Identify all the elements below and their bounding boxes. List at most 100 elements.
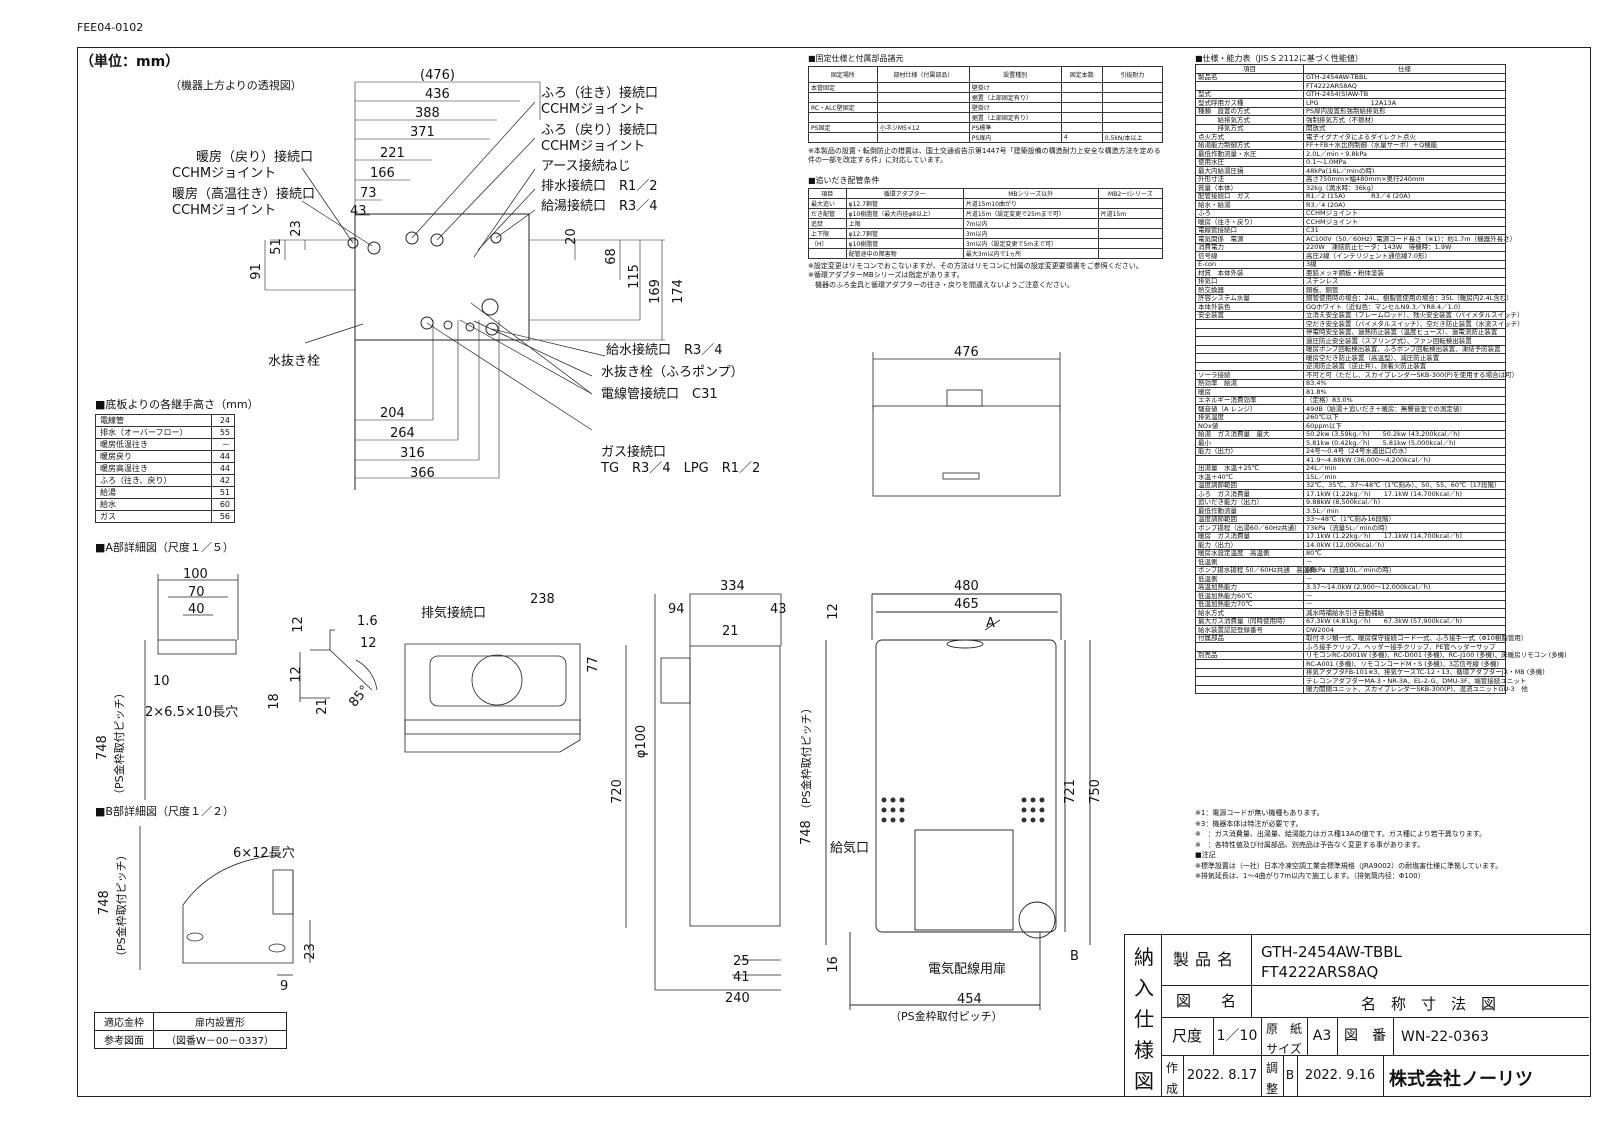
detail-a-dim-70: 70 [188, 585, 205, 600]
spec-value: 24号〜0.4号（24号水道出口の水） [1303, 446, 1506, 456]
spec-value: 60ppm以下 [1303, 421, 1506, 431]
piping-header: 項目 [808, 188, 847, 199]
joint-height-name: 電線管 [95, 414, 212, 427]
fixing-row: 本管固定壁掛け [808, 82, 1164, 93]
spec-item: 出湯量 水温＋25℃ [1195, 463, 1304, 473]
dim-73: 73 [360, 186, 377, 201]
front-dim-721: 721 [1062, 779, 1078, 804]
joint-height-value: 42 [210, 474, 236, 487]
spec-value: ステンレス [1303, 276, 1506, 286]
label-gas-sub: TG R3／4 LPG R1／2 [601, 461, 761, 476]
joint-height-name: 排水（オーバーフロー） [95, 426, 212, 439]
spec-value: 3.37〜14.0kW (2,900〜12,000kcal／h) [1303, 582, 1506, 592]
detail-a-pitch-note: （PS金枠取付ピッチ） [113, 687, 126, 800]
joint-height-value: 51 [210, 486, 236, 499]
side-dim-25: 25 [733, 954, 750, 969]
spec-value: 2.0L／min・9.8kPa [1303, 149, 1506, 159]
spec-item: 点火方式 [1195, 132, 1304, 142]
dim-v-23: 23 [288, 220, 304, 237]
side-dim-94: 94 [668, 602, 685, 617]
spec-value: 3.5L／min [1303, 506, 1506, 516]
front-dim-750: 750 [1087, 779, 1103, 804]
piping-cell: 追焚 [808, 218, 847, 229]
fixing-row: RC・ALC壁固定壁掛け [808, 102, 1164, 113]
label-bath-go-sub: CCHMジョイント [541, 102, 646, 117]
joint-height-value: 44 [210, 462, 236, 475]
side-label-exhaust: 排気接続口 [421, 606, 487, 621]
piping-cell: 片道15m10曲がり [962, 198, 1099, 209]
adjust-date: 2022. 9.16 [1297, 1055, 1384, 1096]
spec-value: 68kPa（流量10L／minの時） [1303, 565, 1506, 575]
spec-value: 立消え安全装置（フレームロッド）、残火安全装置（バイメタルスイッチ） [1303, 310, 1524, 320]
spec-row: RC-A001 (多機)、リモコンコードM・S (多機)、3芯信号線 (多機) [1195, 659, 1506, 669]
spec-item: 能力（出力） [1195, 540, 1304, 550]
title-vertical-char: 納 [1134, 945, 1154, 969]
joint-heights-title: ■底板よりの各継手高さ（mm） [95, 398, 259, 411]
spec-value: 逆流防止装置（逆止弁）、誤着火防止装置 [1303, 361, 1506, 371]
spec-value: 取付ネジ類一式、暖房保守接続コード一式、ふろ接手一式（Φ10樹脂管用） [1303, 633, 1527, 643]
spec-row: 外形寸法高さ750mm×幅480mm×奥行240mm [1195, 174, 1506, 184]
spec-item: 給水方式 [1195, 608, 1304, 618]
fixing-cell [1060, 112, 1103, 123]
spec-note: ※3：機器本体は特注が必要です。 [1195, 819, 1303, 828]
spec-item: 配管接続口 ガス [1195, 191, 1304, 201]
spec-item: 低温側 [1195, 574, 1304, 584]
spec-value: CCHMジョイント [1303, 217, 1506, 227]
spec-item: 信号線 [1195, 251, 1304, 261]
dim-371: 371 [410, 125, 435, 140]
fixing-cell: PS扉内 [968, 132, 1062, 143]
number-label: 図 番 [1337, 1017, 1394, 1055]
fixing-title: ■固定仕様と付属部品諸元 [808, 54, 904, 63]
piping-cell [1097, 198, 1164, 209]
detail-b-dim-23: 23 [302, 943, 318, 960]
spec-item: 低温加熱能力70℃ [1195, 599, 1304, 609]
detail-a-dim-10: 10 [153, 674, 170, 689]
joint-height-name: 暖房戻り [95, 450, 212, 463]
spec-item: 水温＋40℃ [1195, 472, 1304, 482]
label-supply: 給水接続口 R3／4 [606, 343, 723, 358]
piping-cell: 上限 [845, 218, 964, 229]
dim-v-174: 174 [670, 279, 686, 304]
spec-value: （定格）83.0% [1303, 395, 1506, 405]
detail-a-dim-100: 100 [183, 567, 208, 582]
joint-height-name: ふろ（往き、戻り） [95, 474, 212, 487]
adjust-label: 調 整 [1261, 1055, 1284, 1096]
spec-item: 給水・給湯 [1195, 200, 1304, 210]
piping-cell: 最大3m以内で1ヵ所 [962, 248, 1099, 259]
spec-item: 別売品 [1195, 650, 1304, 660]
spec-item: 高温加熱能力 [1195, 582, 1304, 592]
spec-item: 最大内給湯圧損 [1195, 166, 1304, 176]
spec-item [1195, 353, 1304, 363]
fixing-cell [1101, 92, 1164, 103]
spec-value: 亜鉛メッキ鋼板・粉体塗装 [1303, 268, 1506, 278]
front-label-intake: 給気口 [830, 841, 870, 856]
spec-row: 騒音値（A レンジ）49dB（給湯＋追いだき＋暖房：無響音室での測定値） [1195, 404, 1506, 414]
spec-value: 過圧防止安全装置（スプリング式）、ファン回転検出装置 [1303, 336, 1506, 346]
spec-item: 外形寸法 [1195, 174, 1304, 184]
dim-166: 166 [370, 166, 395, 181]
fixing-header: 引抜耐力 [1101, 66, 1164, 83]
side-dim-21: 21 [722, 624, 739, 639]
ref-c1: 適応金枠 [94, 1012, 154, 1031]
spec-row: 停電時安全装置、過熱防止装置（温度ヒューズ）、過電流防止装置 [1195, 327, 1506, 337]
fixing-cell [1101, 82, 1164, 93]
spec-row: テレコンアダプターMA-3・NR-3A、EL-2-G、DMU-3F、端管接続ユニ… [1195, 676, 1526, 686]
dim-204: 204 [380, 406, 405, 421]
spec-row: 別売品リモコンRC-D001W (多機)、RC-D001 (多機)、RC-J10… [1195, 650, 1567, 660]
spec-item: 暖房 [1195, 387, 1304, 397]
fixing-cell: RC・ALC壁固定 [808, 102, 878, 113]
front-label-b: B [1070, 949, 1079, 964]
label-hot: 給湯接続口 R3／4 [541, 199, 658, 214]
spec-row: 排気アダプタFB-101※3、排気ケースTC-12・13、循環アダプターJX・M… [1195, 667, 1545, 677]
joint-height-value: 56 [210, 510, 236, 523]
side-dim-238: 238 [530, 592, 555, 607]
spec-item: 製品名 [1195, 72, 1304, 82]
spec-row: 追いだき能力（出力）9.88kW (8,500kcal／h) [1195, 497, 1506, 507]
